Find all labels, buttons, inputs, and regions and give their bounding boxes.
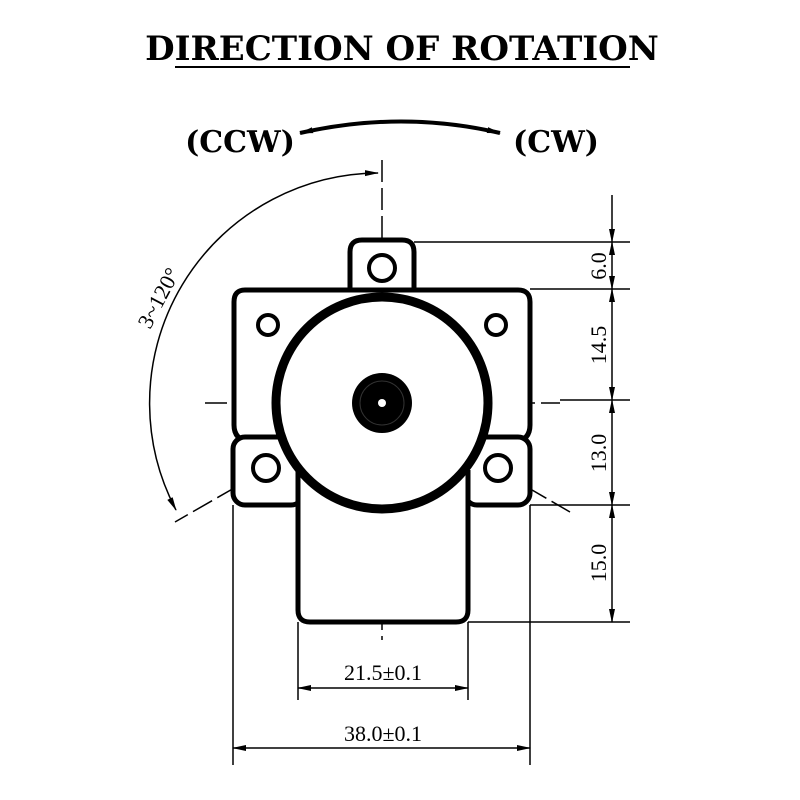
dim-13-0: 13.0 xyxy=(586,434,611,473)
dim-6-0: 6.0 xyxy=(586,252,611,280)
upper-left-hole xyxy=(256,313,280,337)
dim-gearbox-width: 21.5±0.1 xyxy=(344,660,422,685)
angle-arc xyxy=(148,170,379,511)
dim-overall-width: 38.0±0.1 xyxy=(344,721,422,746)
horizontal-dimensions xyxy=(232,505,531,765)
cw-label: (CW) xyxy=(513,125,599,160)
lower-right-hole xyxy=(483,453,513,483)
angle-label: 3~120° xyxy=(132,263,184,332)
rotation-arrow-icon xyxy=(299,119,501,135)
lower-left-hole xyxy=(251,453,281,483)
vertical-dimensions xyxy=(414,195,630,623)
dim-15-0: 15.0 xyxy=(586,544,611,583)
gearbox xyxy=(295,470,471,625)
diagram-title: DIRECTION OF ROTATION xyxy=(145,29,659,69)
upper-right-hole xyxy=(484,313,508,337)
top-hole xyxy=(367,253,397,283)
ccw-label: (CCW) xyxy=(185,125,295,160)
shaft-ring xyxy=(359,380,405,426)
shaft-center xyxy=(378,399,386,407)
dim-14-5: 14.5 xyxy=(586,326,611,365)
